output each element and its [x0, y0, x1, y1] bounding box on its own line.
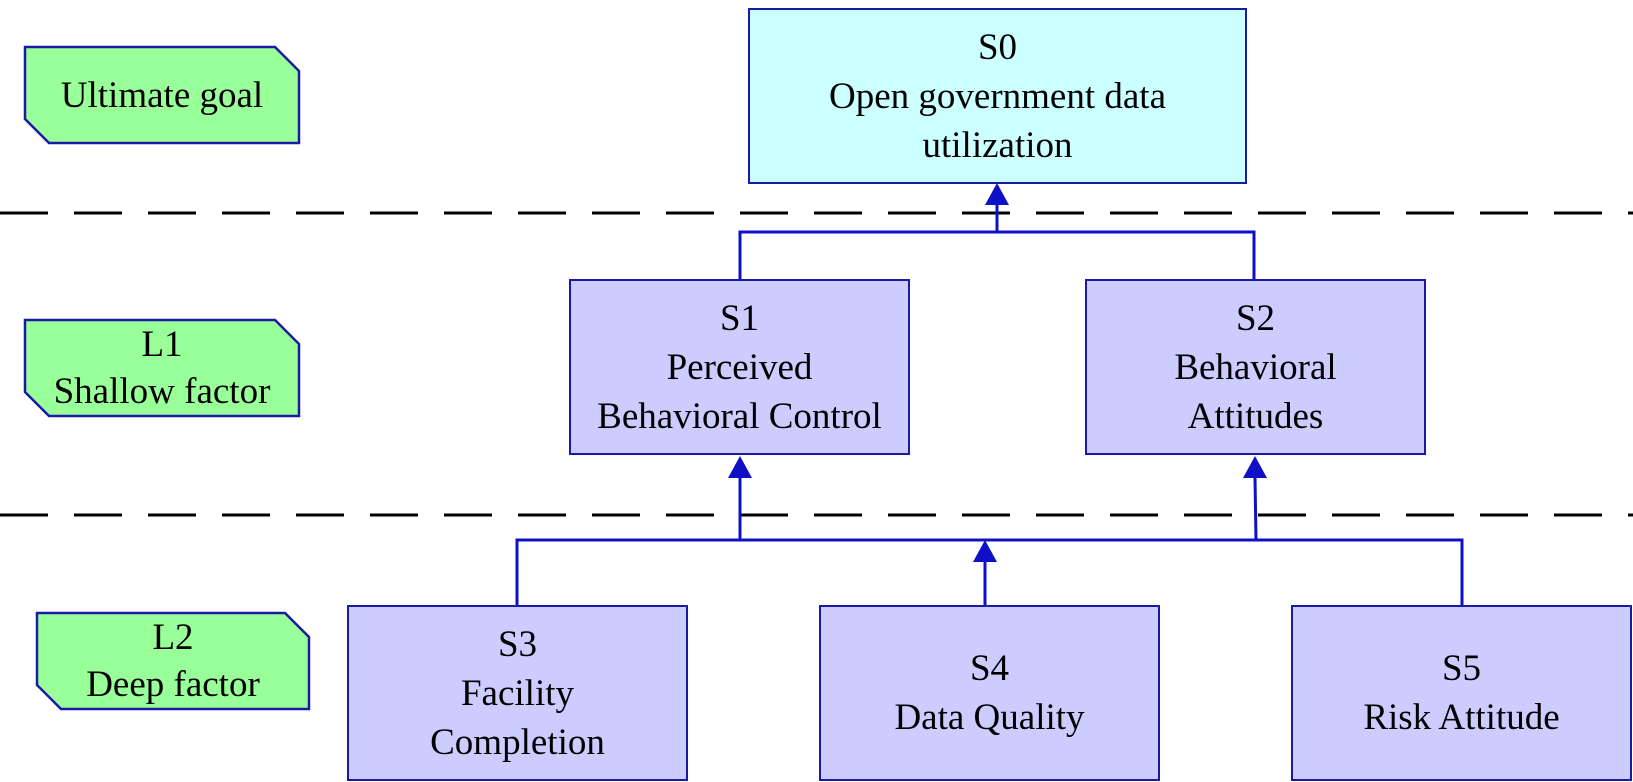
node-label-line: Facility [460, 672, 575, 714]
node-label-line: Perceived [666, 346, 813, 388]
level-tag-l1: L1 Shallow factor [23, 318, 301, 418]
level-tag-l2: L2 Deep factor [35, 611, 311, 711]
node-id: S0 [977, 26, 1018, 68]
node-id: S4 [969, 648, 1010, 689]
level-tag-shape [35, 611, 311, 711]
node-label-line: Behavioral Control [597, 395, 882, 437]
level-tag-shape [23, 318, 301, 418]
node-id: S1 [719, 297, 760, 339]
level-tag-shape [23, 45, 301, 145]
node-s0: S0 Open government data utilization [748, 8, 1247, 184]
node-label-line: Risk Attitude [1363, 697, 1560, 738]
node-s1: S1 Perceived Behavioral Control [569, 279, 910, 455]
level-tag-label: Ultimate goal [60, 74, 264, 116]
arrowhead-to-s1 [728, 456, 752, 478]
node-label-line: Open government data [829, 75, 1166, 117]
arrowhead-from-s4 [973, 540, 997, 562]
connector-l2-to-l1 [515, 477, 1464, 605]
arrowhead-to-s2 [1243, 456, 1267, 478]
connector-l1-to-s0 [738, 205, 1256, 279]
arrowhead-to-s0 [985, 183, 1009, 205]
node-label-line: Data Quality [894, 697, 1085, 738]
node-label-line: Behavioral [1174, 346, 1337, 388]
node-s5: S5 Risk Attitude [1291, 605, 1632, 781]
level-tag-code: L2 [152, 617, 194, 658]
node-id: S2 [1235, 297, 1276, 339]
node-s3: S3 Facility Completion [347, 605, 688, 781]
node-label-line: utilization [922, 124, 1073, 166]
level-tag-code: L1 [141, 324, 183, 365]
node-s2: S2 Behavioral Attitudes [1085, 279, 1426, 455]
level-tag-label: Shallow factor [53, 371, 271, 412]
node-label-line: Attitudes [1187, 395, 1324, 437]
node-id: S3 [497, 623, 538, 665]
node-label-line: Completion [430, 721, 605, 763]
node-s4: S4 Data Quality [819, 605, 1160, 781]
level-tag-ultimate-goal: Ultimate goal [23, 45, 301, 145]
level-tag-label: Deep factor [86, 664, 260, 705]
node-id: S5 [1441, 648, 1482, 689]
